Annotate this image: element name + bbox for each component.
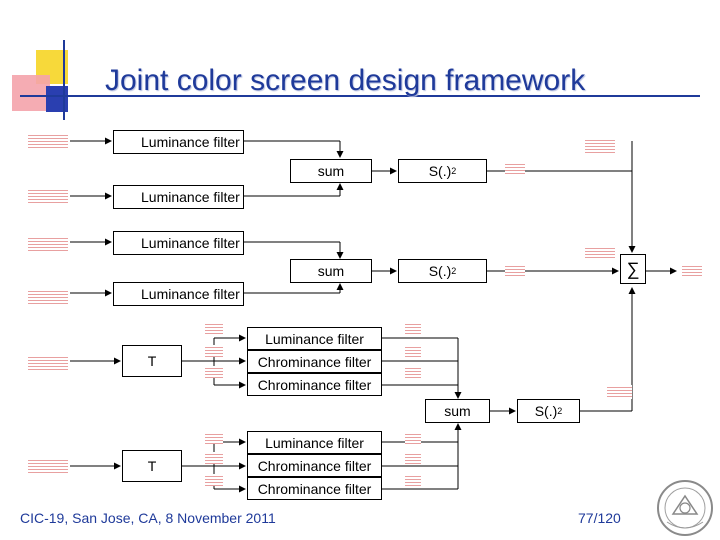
luminance-filter-4: Luminance filter xyxy=(113,282,244,306)
filter-annotation-5 xyxy=(205,452,223,464)
slide-title: Joint color screen design framework xyxy=(105,64,586,97)
sum-block-1: sum xyxy=(290,159,372,183)
filter-annotation-1 xyxy=(205,322,223,334)
filter-annotation-2 xyxy=(205,345,223,357)
square-block-3-label: S(.) xyxy=(534,403,558,419)
output-annotation-4 xyxy=(505,162,525,174)
source-annotation-3 xyxy=(28,236,68,252)
transform-block-1: T xyxy=(122,345,182,377)
output-annotation-2 xyxy=(585,246,615,260)
deco-vertical-line xyxy=(63,40,65,120)
filter-annotation-8 xyxy=(405,345,421,357)
square-block-2: S(.)2 xyxy=(398,259,487,283)
square-block-1: S(.)2 xyxy=(398,159,487,183)
deco-horizontal-line xyxy=(20,95,700,97)
university-seal-icon xyxy=(657,480,713,536)
group2-luminance-filter: Luminance filter xyxy=(247,431,382,454)
output-annotation-6 xyxy=(607,385,632,399)
filter-annotation-11 xyxy=(405,452,421,464)
filter-annotation-12 xyxy=(405,474,421,486)
filter-annotation-10 xyxy=(405,432,421,444)
source-annotation-2 xyxy=(28,188,68,204)
square-block-3: S(.)2 xyxy=(517,399,580,423)
filter-annotation-9 xyxy=(405,366,421,378)
square-exponent-1: 2 xyxy=(451,166,457,176)
output-annotation-1 xyxy=(585,138,615,154)
deco-red-square xyxy=(12,75,50,111)
square-exponent-2: 2 xyxy=(451,266,457,276)
output-annotation-3 xyxy=(682,264,702,276)
square-exponent-3: 2 xyxy=(557,406,563,416)
filter-annotation-4 xyxy=(205,432,223,444)
output-annotation-5 xyxy=(505,264,525,276)
luminance-filter-2: Luminance filter xyxy=(113,185,244,209)
deco-blue-square xyxy=(46,86,68,112)
group2-chrominance-filter-2: Chrominance filter xyxy=(247,477,382,500)
slide-footer: CIC-19, San Jose, CA, 8 November 2011 xyxy=(20,510,276,526)
luminance-filter-3: Luminance filter xyxy=(113,231,244,255)
square-block-2-label: S(.) xyxy=(428,263,452,279)
group1-chrominance-filter-1: Chrominance filter xyxy=(247,350,382,373)
sum-block-3: sum xyxy=(425,399,490,423)
source-annotation-4 xyxy=(28,289,68,305)
sum-block-2: sum xyxy=(290,259,372,283)
source-annotation-1 xyxy=(28,133,68,149)
transform-block-2: T xyxy=(122,450,182,482)
group1-luminance-filter: Luminance filter xyxy=(247,327,382,350)
sigma-icon: ∑ xyxy=(620,254,646,284)
square-block-1-label: S(.) xyxy=(428,163,452,179)
group2-chrominance-filter-1: Chrominance filter xyxy=(247,454,382,477)
luminance-filter-1: Luminance filter xyxy=(113,130,244,154)
source-annotation-6 xyxy=(28,458,68,474)
filter-annotation-3 xyxy=(205,366,223,378)
source-annotation-5 xyxy=(28,355,68,371)
page-number: 77/120 xyxy=(578,510,621,526)
group1-chrominance-filter-2: Chrominance filter xyxy=(247,373,382,396)
filter-annotation-6 xyxy=(205,474,223,486)
filter-annotation-7 xyxy=(405,322,421,334)
